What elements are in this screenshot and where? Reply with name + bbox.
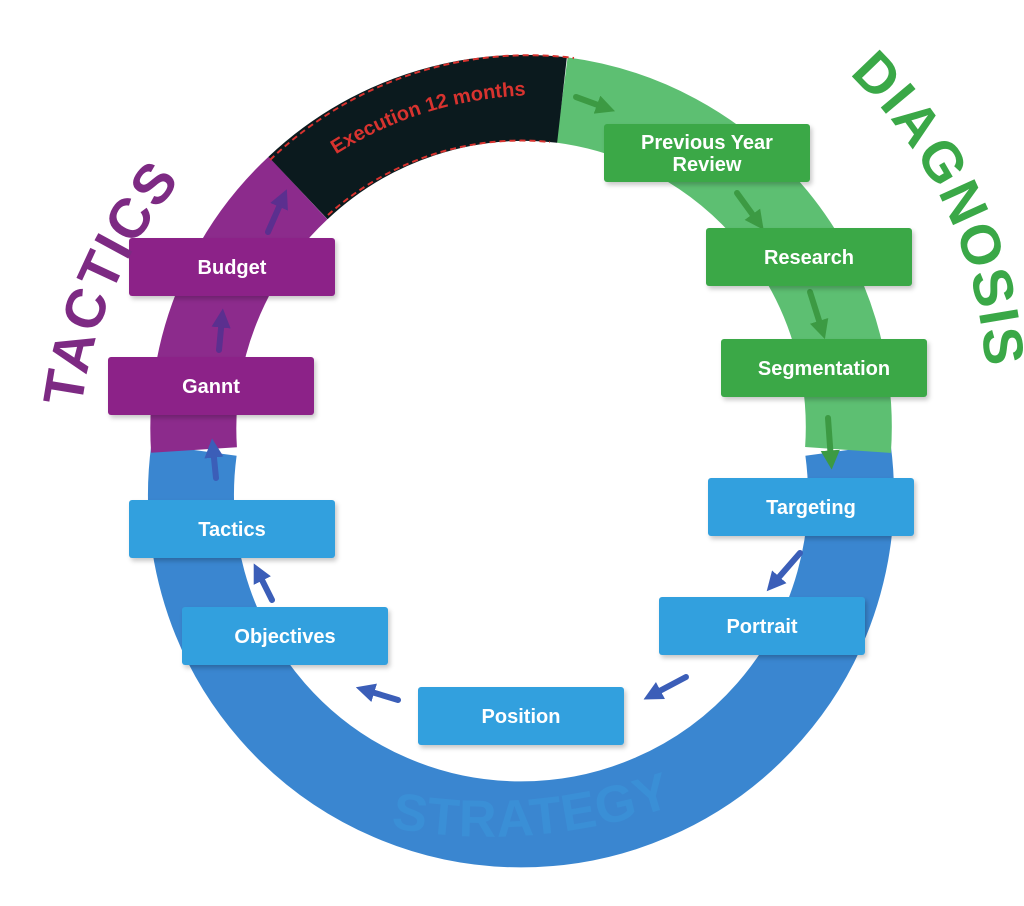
- step-box: [706, 228, 912, 286]
- flow-arrow: [807, 289, 829, 340]
- step-box: [708, 478, 914, 536]
- step-label: Tactics: [198, 519, 265, 541]
- flow-arrow: [211, 308, 231, 353]
- step-label: Budget: [198, 257, 267, 279]
- execution-border-outer: [269, 54, 575, 161]
- step-box: [129, 500, 335, 558]
- step-position: Position: [418, 687, 624, 745]
- flow-arrows: [204, 94, 840, 703]
- flow-arrow: [265, 189, 288, 235]
- flow-arrow: [204, 438, 224, 481]
- step-box: [604, 124, 810, 182]
- flow-arrow: [820, 415, 840, 470]
- step-portrait: Portrait: [659, 597, 865, 655]
- step-targeting: Targeting: [708, 478, 914, 536]
- step-box: [721, 339, 927, 397]
- flow-arrow: [766, 550, 803, 592]
- step-label: Research: [764, 247, 854, 269]
- step-label: Gannt: [182, 376, 240, 398]
- step-label: Targeting: [766, 497, 856, 519]
- step-box: [129, 238, 335, 296]
- step-box: [108, 357, 314, 415]
- step-gannt: Gannt: [108, 357, 314, 415]
- execution-border-inner: [327, 139, 551, 216]
- execution-segment: [268, 54, 567, 220]
- step-box: [659, 597, 865, 655]
- step-label: Portrait: [726, 616, 797, 638]
- step-segmentation: Segmentation: [721, 339, 927, 397]
- step-label: Position: [482, 706, 561, 728]
- step-box: [182, 607, 388, 665]
- flow-arrow: [573, 94, 616, 114]
- step-box: [418, 687, 624, 745]
- step-research: Research: [706, 228, 912, 286]
- flow-arrow: [734, 190, 764, 230]
- step-label: Objectives: [234, 626, 335, 648]
- flow-arrow: [253, 563, 275, 603]
- step-objectives: Objectives: [182, 607, 388, 665]
- flow-arrow: [355, 683, 401, 703]
- step-label: Segmentation: [758, 358, 890, 380]
- step-budget: Budget: [129, 238, 335, 296]
- step-tactics: Tactics: [129, 500, 335, 558]
- flow-arrow: [643, 674, 689, 700]
